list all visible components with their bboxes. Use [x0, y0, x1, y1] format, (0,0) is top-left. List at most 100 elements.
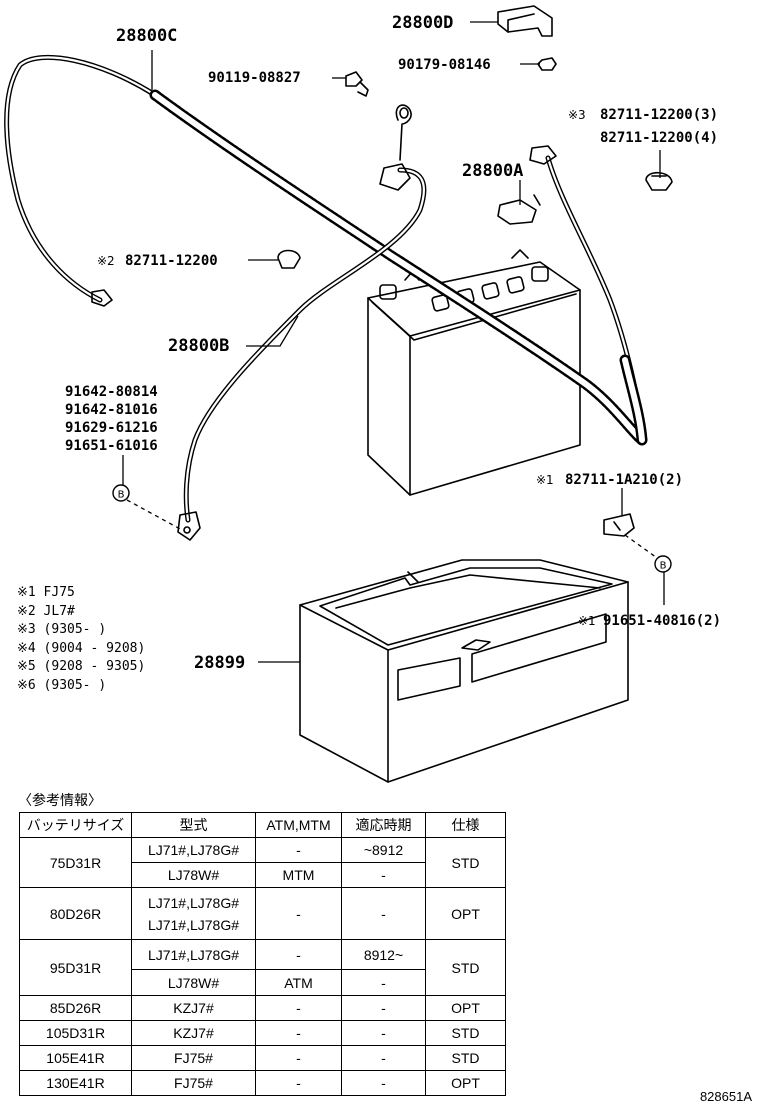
cell-type: LJ78W# — [131, 969, 256, 996]
cell-spec: STD — [425, 837, 506, 888]
table-row: 75D31R LJ71#,LJ78G# - ~8912 STD — [19, 837, 506, 888]
cell-size: 130E41R — [19, 1070, 132, 1096]
table-row: 85D26R KZJ7# - - OPT — [19, 995, 506, 1021]
clamp-82711-3 — [645, 171, 673, 191]
cell-atm: ATM — [255, 969, 342, 996]
reference-title: 〈参考情報〉 — [18, 793, 102, 809]
cell-type-line-1: LJ71#,LJ78G# — [147, 894, 240, 911]
cell-period: - — [341, 1020, 426, 1046]
cell-period: ~8912 — [341, 837, 426, 863]
label-91651-40816: 91651-40816(2) — [603, 613, 721, 629]
cell-type: KZJ7# — [131, 1020, 256, 1046]
label-91642-81016: 91642-81016 — [65, 402, 158, 418]
cell-spec: STD — [425, 939, 506, 996]
label-28899: 28899 — [194, 653, 245, 673]
cell-period: - — [341, 1045, 426, 1071]
cell-type: FJ75# — [131, 1070, 256, 1096]
cell-type: LJ71#,LJ78G# LJ71#,LJ78G# — [131, 887, 256, 940]
label-82711-1a210: 82711-1A210(2) — [565, 472, 683, 488]
battery-tray — [299, 559, 629, 783]
cell-period: 8912~ — [341, 939, 426, 970]
cell-spec: OPT — [425, 995, 506, 1021]
cell-period: - — [341, 1070, 426, 1096]
header-atm-mtm: ATM,MTM — [255, 812, 342, 838]
label-28800a: 28800A — [462, 161, 523, 181]
cell-spec: STD — [425, 1045, 506, 1071]
label-82711-12200-3: 82711-12200(3) — [600, 107, 718, 123]
cell-type: LJ71#,LJ78G# — [131, 837, 256, 863]
table-header: バッテリサイズ 型式 ATM,MTM 適応時期 仕様 — [19, 812, 506, 838]
cell-type: KZJ7# — [131, 995, 256, 1021]
note-1: ※1 FJ75 — [17, 585, 75, 600]
cell-type: LJ78W# — [131, 862, 256, 888]
mark-2: ※2 — [97, 254, 115, 268]
cell-atm: MTM — [255, 862, 342, 888]
table-row: 105E41R FJ75# - - STD — [19, 1045, 506, 1071]
circle-b-marker-left: B — [112, 484, 130, 502]
mark-1-bracket: ※1 — [536, 473, 554, 487]
cable-28800b — [177, 104, 427, 541]
note-4: ※4 (9004 - 9208) — [17, 640, 146, 656]
reference-table: バッテリサイズ 型式 ATM,MTM 適応時期 仕様 75D31R LJ71#,… — [19, 812, 506, 1096]
mark-3: ※3 — [568, 108, 586, 122]
header-type: 型式 — [131, 812, 256, 838]
note-3: ※3 (9305- ) — [17, 622, 107, 637]
cell-period: - — [341, 969, 426, 996]
cell-period: - — [341, 887, 426, 940]
cell-spec: STD — [425, 1020, 506, 1046]
label-91642-80814: 91642-80814 — [65, 384, 158, 400]
cell-size: 80D26R — [19, 887, 132, 940]
label-91651-61016: 91651-61016 — [65, 438, 158, 454]
cell-type-line-2: LJ71#,LJ78G# — [147, 916, 240, 933]
cell-size: 85D26R — [19, 995, 132, 1021]
cell-size: 105E41R — [19, 1045, 132, 1071]
svg-text:B: B — [660, 561, 667, 572]
note-5: ※5 (9208 - 9305) — [17, 659, 146, 674]
label-28800c: 28800C — [116, 26, 177, 46]
label-82711-12200: 82711-12200 — [125, 253, 218, 269]
table-row: 80D26R LJ71#,LJ78G# LJ71#,LJ78G# - - OPT — [19, 887, 506, 940]
table-row: LJ78W# ATM - — [20, 969, 506, 996]
cable-28800a — [497, 145, 648, 446]
cell-atm: - — [255, 1070, 342, 1096]
cell-atm: - — [255, 939, 342, 970]
note-6: ※6 (9305- ) — [17, 677, 107, 693]
battery — [367, 249, 581, 496]
label-91629-61216: 91629-61216 — [65, 420, 158, 436]
label-90179-08146: 90179-08146 — [398, 57, 491, 73]
table-row: 130E41R FJ75# - - OPT — [19, 1070, 506, 1096]
svg-text:B: B — [118, 490, 125, 501]
notes: ※1 FJ75 ※2 JL7# ※3 (9305- ) ※4 (9004 - 9… — [17, 584, 145, 695]
cell-atm: - — [255, 837, 342, 863]
clamp-82711-2 — [277, 249, 301, 269]
nut-90179 — [537, 57, 557, 71]
table-row: 105D31R KZJ7# - - STD — [19, 1020, 506, 1046]
header-period: 適応時期 — [341, 812, 426, 838]
diagram-code: 828651A — [699, 1089, 752, 1104]
bolt-90119 — [345, 71, 369, 97]
header-battery-size: バッテリサイズ — [19, 812, 132, 838]
bracket-82711-1a210 — [603, 513, 635, 537]
label-28800b: 28800B — [168, 336, 229, 356]
terminal-28800d — [497, 5, 553, 37]
circle-b-marker-right: B — [654, 555, 672, 573]
label-28800d: 28800D — [392, 13, 453, 33]
cell-spec: OPT — [425, 1070, 506, 1096]
cell-period: - — [341, 995, 426, 1021]
cell-period: - — [341, 862, 426, 888]
table-row: 95D31R LJ71#,LJ78G# - 8912~ STD — [19, 939, 506, 996]
mark-1-bolt: ※1 — [578, 614, 596, 628]
note-2: ※2 JL7# — [17, 603, 75, 619]
cell-size: 95D31R — [19, 939, 132, 996]
header-spec: 仕様 — [425, 812, 506, 838]
label-90119-08827: 90119-08827 — [208, 70, 301, 86]
cell-type: FJ75# — [131, 1045, 256, 1071]
cell-type: LJ71#,LJ78G# — [131, 939, 256, 970]
label-82711-12200-4: 82711-12200(4) — [600, 130, 718, 146]
cell-atm: - — [255, 887, 342, 940]
cell-spec: OPT — [425, 887, 506, 940]
table-row: LJ78W# MTM - — [20, 862, 506, 888]
cable-28800c — [4, 54, 648, 446]
cell-atm: - — [255, 1020, 342, 1046]
